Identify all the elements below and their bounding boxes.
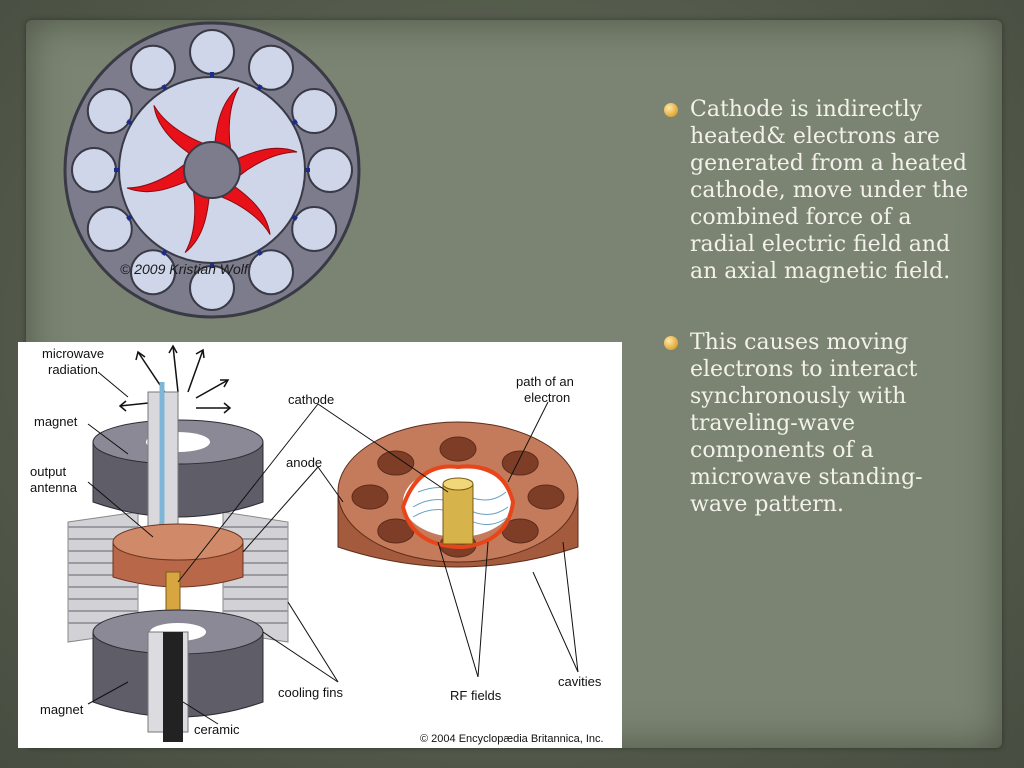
label-cavities: cavities bbox=[558, 674, 602, 689]
figure-copyright: © 2004 Encyclopædia Britannica, Inc. bbox=[420, 733, 604, 745]
label-rf-fields: RF fields bbox=[450, 688, 502, 703]
label-anode: anode bbox=[286, 455, 322, 470]
bullet-icon bbox=[664, 336, 678, 350]
label-magnet-top: magnet bbox=[34, 414, 78, 429]
top-figure-watermark: © 2009 Kristian Wolf bbox=[120, 261, 250, 277]
magnetron-cross-section-image: © 2009 Kristian Wolf bbox=[63, 21, 361, 319]
label-path-of-electron: path of an electron bbox=[516, 374, 577, 405]
bullet-text: Cathode is indirectly heated& electrons … bbox=[690, 97, 969, 284]
cathode-core bbox=[183, 141, 241, 199]
label-ceramic: ceramic bbox=[194, 722, 240, 737]
bullet-text: This causes moving electrons to interact… bbox=[690, 330, 923, 517]
label-magnet-bottom: magnet bbox=[40, 702, 84, 717]
radiation-arrows bbox=[118, 344, 232, 414]
leader-lines bbox=[87, 371, 579, 725]
anode-block bbox=[337, 421, 579, 568]
label-cathode: cathode bbox=[288, 392, 334, 407]
bullet-item: This causes moving electrons to interact… bbox=[662, 329, 972, 518]
bullet-item: Cathode is indirectly heated& electrons … bbox=[662, 96, 972, 285]
bullet-list: Cathode is indirectly heated& electrons … bbox=[662, 96, 972, 562]
anode-cavities bbox=[71, 29, 353, 311]
bullet-icon bbox=[664, 103, 678, 117]
label-microwave-radiation: microwave radiation bbox=[42, 346, 108, 377]
label-output-antenna: output antenna bbox=[30, 464, 78, 495]
magnetron-diagram-image: microwave radiation magnet output antenn… bbox=[18, 342, 622, 748]
label-cooling-fins: cooling fins bbox=[278, 685, 344, 700]
magnetron-assembly bbox=[67, 382, 289, 742]
